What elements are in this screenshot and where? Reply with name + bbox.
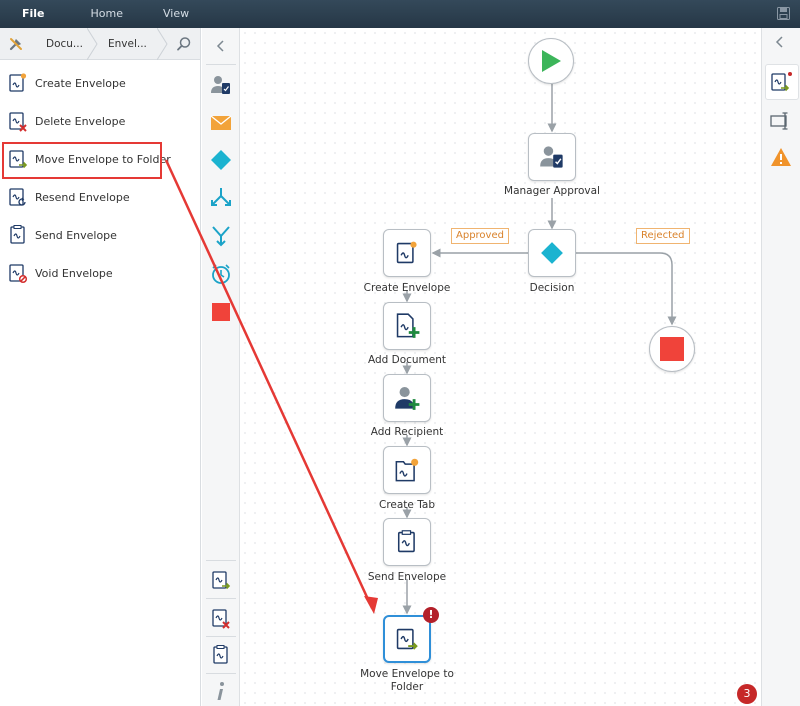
action-label: Create Envelope [35, 76, 126, 90]
save-icon[interactable] [777, 7, 790, 20]
split-icon[interactable] [210, 187, 232, 209]
action-label: Void Envelope [35, 266, 113, 280]
create-envelope-icon [396, 241, 417, 264]
properties-panel [761, 28, 800, 706]
node-label: Send Envelope [367, 571, 447, 583]
toolbox-divider [206, 560, 236, 561]
stop-icon [660, 337, 684, 361]
error-badge[interactable]: ! [423, 607, 439, 623]
toolbox-divider [206, 673, 236, 674]
menu-file[interactable]: File [22, 7, 45, 20]
send-envelope-icon [10, 225, 25, 244]
manager-approval-node[interactable] [528, 133, 576, 181]
toolbox-divider [206, 64, 236, 65]
breadcrumb: Docu... Envel... [0, 27, 200, 60]
decision-icon[interactable] [210, 149, 232, 171]
email-icon[interactable] [210, 112, 232, 134]
move-envelope-node[interactable] [383, 615, 431, 663]
merge-icon[interactable] [210, 225, 232, 247]
delete-envelope-icon [9, 112, 27, 132]
node-label: Manager Approval [504, 185, 600, 197]
create-tab-node[interactable] [383, 446, 431, 494]
breadcrumb-label: Docu... [46, 37, 83, 50]
workflow-canvas[interactable]: Manager Approval Decision Approved Rejec… [240, 28, 761, 706]
branch-label-rejected: Rejected [636, 228, 690, 244]
user-task-icon [540, 146, 563, 168]
collapse-left-icon[interactable] [215, 40, 227, 52]
resend-envelope-icon [9, 188, 26, 206]
action-list: Create Envelope Delete Envelope Move Env… [0, 60, 200, 292]
info-icon[interactable] [210, 680, 232, 702]
action-move-envelope-to-folder[interactable]: Move Envelope to Folder [0, 140, 200, 179]
action-label: Move Envelope to Folder [35, 152, 171, 166]
create-envelope-node[interactable] [383, 229, 431, 277]
stop-node[interactable] [649, 326, 695, 372]
toolbox-panel [202, 28, 240, 706]
breadcrumb-label: Envel... [108, 37, 147, 50]
send-envelope-icon [397, 530, 415, 553]
action-void-envelope[interactable]: Void Envelope [0, 254, 200, 292]
breadcrumb-envelope[interactable]: Envel... [94, 27, 168, 60]
send-envelope-node[interactable] [383, 518, 431, 566]
breadcrumb-chevron-icon [87, 27, 98, 60]
move-envelope-icon[interactable] [770, 71, 792, 93]
menu-bar: File Home View [0, 0, 800, 28]
issue-count-badge[interactable]: 3 [737, 684, 757, 704]
decision-icon [541, 242, 563, 264]
branch-label-approved: Approved [451, 228, 509, 244]
action-send-envelope[interactable]: Send Envelope [0, 216, 200, 254]
node-label: Add Recipient [370, 426, 444, 438]
move-envelope-icon[interactable] [210, 569, 232, 591]
tools-icon[interactable] [0, 28, 32, 60]
input-field-icon[interactable] [770, 110, 792, 132]
workflow-connectors [402, 84, 677, 615]
play-icon [542, 50, 561, 72]
action-label: Resend Envelope [35, 190, 130, 204]
node-label: Decision [529, 282, 575, 294]
action-delete-envelope[interactable]: Delete Envelope [0, 102, 200, 140]
user-task-icon[interactable] [210, 74, 232, 96]
action-resend-envelope[interactable]: Resend Envelope [0, 178, 200, 216]
menu-view[interactable]: View [163, 7, 190, 20]
toolbox-divider [206, 598, 236, 599]
move-envelope-icon [396, 628, 418, 650]
add-recipient-node[interactable] [383, 374, 431, 422]
send-envelope-icon[interactable] [210, 644, 232, 666]
node-label: Create Envelope [363, 282, 451, 294]
start-node[interactable] [528, 38, 574, 84]
stop-icon[interactable] [210, 301, 232, 323]
toolbox-divider [206, 636, 236, 637]
void-envelope-icon [9, 264, 28, 284]
breadcrumb-docusign[interactable]: Docu... [32, 27, 98, 60]
create-tab-icon [395, 458, 419, 482]
action-create-envelope[interactable]: Create Envelope [0, 64, 200, 102]
decision-node[interactable] [528, 229, 576, 277]
add-document-icon [396, 313, 420, 338]
action-browser-panel: Docu... Envel... Create Envelope [0, 27, 201, 706]
delete-envelope-icon[interactable] [210, 607, 232, 629]
add-recipient-icon [395, 387, 420, 410]
breadcrumb-chevron-icon [157, 27, 168, 60]
node-label: Add Document [367, 354, 447, 366]
warning-icon[interactable] [770, 146, 792, 168]
node-label: Move Envelope to Folder [360, 668, 454, 693]
collapse-right-icon[interactable] [774, 36, 786, 48]
action-label: Send Envelope [35, 228, 117, 242]
search-icon[interactable] [176, 36, 192, 52]
move-envelope-icon [9, 150, 28, 169]
add-document-node[interactable] [383, 302, 431, 350]
menu-home[interactable]: Home [90, 7, 123, 20]
create-envelope-icon [9, 73, 27, 92]
node-label: Create Tab [378, 499, 435, 511]
action-label: Delete Envelope [35, 114, 126, 128]
timer-icon[interactable] [210, 263, 232, 285]
